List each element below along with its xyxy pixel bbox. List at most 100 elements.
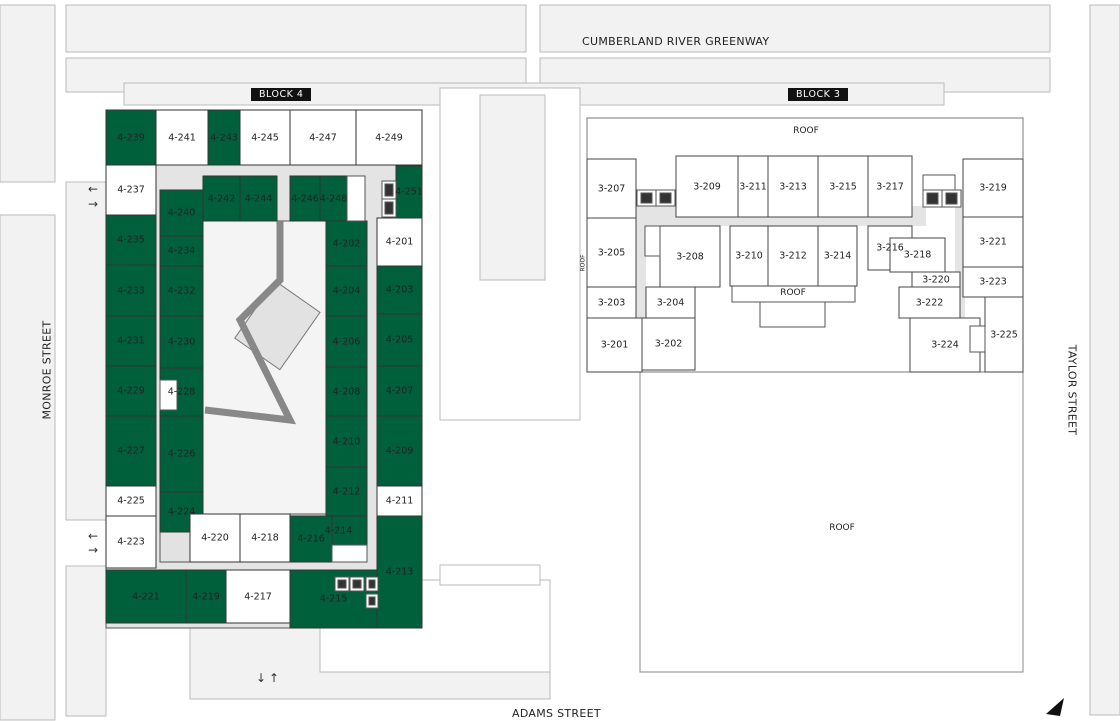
- unit-4-242[interactable]: [202, 175, 241, 222]
- unit-4-245[interactable]: [239, 109, 291, 166]
- arrow-left-icon: ←: [88, 182, 99, 196]
- unit-label: 3-208: [676, 251, 704, 262]
- unit-label: 4-211: [385, 495, 414, 507]
- unit-label: 4-232: [167, 285, 196, 297]
- unit-3-202[interactable]: [641, 317, 696, 371]
- unit-label: 4-229: [117, 385, 145, 397]
- unit-3-225[interactable]: [984, 296, 1024, 373]
- unit-3-217[interactable]: [867, 155, 913, 218]
- unit-4-218[interactable]: [239, 513, 291, 563]
- arrow-down-icon: ↓: [256, 671, 267, 685]
- unit-4-216[interactable]: [289, 515, 333, 563]
- unit-label: 4-208: [332, 386, 361, 397]
- unit-3-203[interactable]: [586, 286, 637, 319]
- unit-4-221[interactable]: [105, 569, 187, 624]
- unit-4-232[interactable]: [159, 265, 204, 317]
- sidewalk: [539, 4, 1051, 53]
- unit-label: 3-211: [739, 181, 767, 192]
- unit-label: 3-220: [922, 274, 950, 285]
- unit-label: 4-251: [395, 186, 423, 198]
- unit-4-243[interactable]: [207, 109, 241, 166]
- unit-3-224[interactable]: [909, 317, 981, 373]
- unit-4-248[interactable]: [319, 175, 348, 222]
- unit-3-221[interactable]: [962, 216, 1024, 268]
- unit-label: 4-244: [244, 193, 273, 204]
- unit-4-240[interactable]: [159, 189, 204, 237]
- street-label-north: CUMBERLAND RIVER GREENWAY: [582, 35, 770, 48]
- unit-label: 3-210: [735, 250, 763, 262]
- unit-4-244[interactable]: [239, 175, 278, 222]
- unit-label: 4-235: [117, 234, 145, 246]
- unit-label: 4-249: [375, 132, 403, 143]
- unit-4-209[interactable]: [376, 415, 423, 487]
- sidewalk: [65, 565, 107, 717]
- unit-3-201[interactable]: [586, 317, 643, 373]
- unit-4-204[interactable]: [325, 265, 368, 317]
- unit-label: 3-216: [876, 242, 904, 254]
- unit-4-210[interactable]: [325, 415, 368, 468]
- unit-label: 4-213: [385, 566, 414, 578]
- roof-area: [639, 371, 1024, 673]
- unit-4-202[interactable]: [325, 220, 368, 267]
- elevator-glyph: [352, 579, 362, 589]
- unit-label: 3-204: [656, 297, 685, 308]
- unit-4-229[interactable]: [105, 365, 157, 417]
- stair-icon: [969, 325, 986, 353]
- unit-3-207[interactable]: [586, 158, 637, 219]
- unit-4-225[interactable]: [105, 485, 157, 517]
- unit-4-203[interactable]: [376, 265, 423, 315]
- unit-label: 4-224: [167, 506, 196, 518]
- unit-3-218[interactable]: [889, 237, 946, 273]
- unit-4-249[interactable]: [355, 109, 423, 166]
- unit-4-247[interactable]: [289, 109, 357, 166]
- unit-label: 4-201: [385, 236, 414, 248]
- unit-label: 4-231: [117, 335, 145, 347]
- unit-4-226[interactable]: [159, 415, 204, 493]
- unit-3-219[interactable]: [962, 158, 1024, 218]
- unit-3-212[interactable]: [767, 225, 819, 287]
- unit-label: 4-227: [117, 445, 145, 457]
- unit-4-219[interactable]: [185, 569, 227, 624]
- unit-4-211[interactable]: [376, 485, 423, 517]
- unit-4-237[interactable]: [105, 164, 157, 216]
- unit-4-208[interactable]: [325, 366, 368, 417]
- unit-4-251[interactable]: [395, 165, 423, 219]
- storage-room: [159, 531, 191, 563]
- unit-4-205[interactable]: [376, 313, 423, 367]
- unit-3-208[interactable]: [659, 225, 721, 288]
- unit-label: 4-212: [332, 486, 361, 497]
- unit-4-235[interactable]: [105, 214, 157, 266]
- courtyard-path: [204, 221, 297, 425]
- unit-label: 4-210: [332, 436, 361, 447]
- unit-4-201[interactable]: [376, 217, 423, 267]
- unit-4-213[interactable]: [376, 515, 423, 629]
- unit-3-211[interactable]: [737, 155, 769, 218]
- unit-3-210[interactable]: [729, 225, 769, 287]
- unit-label: 4-240: [167, 207, 196, 219]
- unit-4-212[interactable]: [325, 466, 368, 517]
- north-arrow-icon: [1046, 698, 1064, 716]
- elevator-glyph: [659, 192, 672, 204]
- unit-label: 3-214: [823, 250, 852, 262]
- unit-4-220[interactable]: [189, 513, 241, 563]
- unit-label: 4-243: [210, 132, 238, 143]
- unit-3-205[interactable]: [586, 217, 637, 288]
- unit-label: 4-230: [167, 336, 196, 348]
- sidewalk: [0, 214, 56, 721]
- block-4-badge: BLOCK 4: [251, 88, 312, 101]
- unit-4-234[interactable]: [159, 235, 204, 267]
- unit-label: 3-224: [931, 339, 959, 351]
- unit-4-233[interactable]: [105, 264, 157, 317]
- unit-4-227[interactable]: [105, 415, 157, 487]
- unit-label: 3-215: [829, 181, 857, 192]
- unit-label: 3-225: [990, 329, 1018, 340]
- elevator-glyph: [368, 596, 376, 606]
- unit-label: 4-219: [192, 591, 220, 602]
- unit-label: 3-212: [779, 250, 807, 262]
- unit-4-231[interactable]: [105, 315, 157, 367]
- unit-4-217[interactable]: [225, 569, 291, 624]
- unit-3-214[interactable]: [817, 225, 858, 287]
- unit-4-223[interactable]: [105, 515, 157, 569]
- unit-label: 4-220: [201, 532, 229, 544]
- elevator-glyph: [945, 192, 958, 205]
